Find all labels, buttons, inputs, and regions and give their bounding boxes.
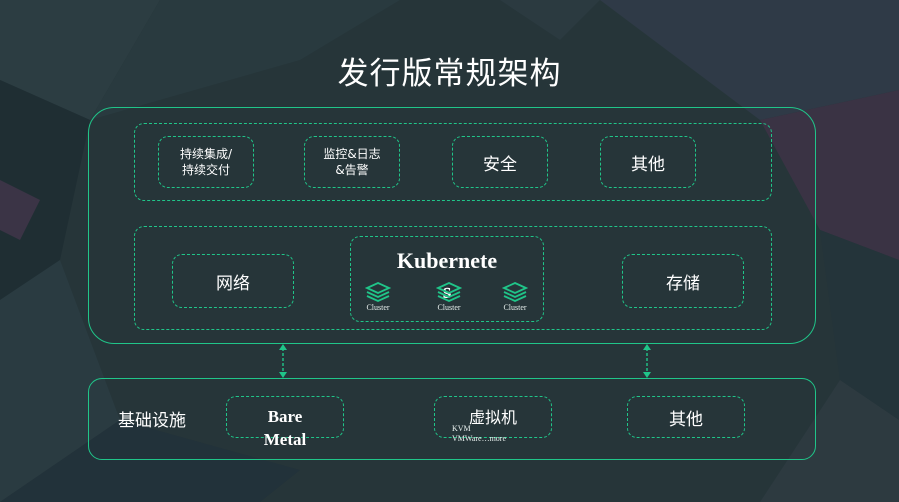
cluster-icon [365, 282, 391, 302]
cluster-icon [502, 282, 528, 302]
infrastructure-container [88, 378, 816, 460]
cluster-label: Cluster [366, 303, 390, 312]
vm-box [434, 396, 552, 438]
security-box: 安全 [452, 136, 548, 188]
other-services-box: 其他 [600, 136, 696, 188]
kubernetes-title: Kubernete s [396, 248, 498, 303]
core-group [134, 226, 772, 330]
kubernetes-box [350, 236, 544, 322]
cluster-label: Cluster [503, 303, 527, 312]
vm-sublabel: KVM VMWare…more [452, 424, 507, 443]
bare-metal-box [226, 396, 344, 438]
network-box: 网络 [172, 254, 294, 308]
infrastructure-label: 基础设施 [118, 411, 186, 431]
ci-cd-box: 持续集成/ 持续交付 [158, 136, 254, 188]
platform-container [88, 107, 816, 344]
cluster-label: Cluster [437, 303, 461, 312]
connector-arrow-right [643, 344, 651, 378]
monitoring-box: 监控&日志 &告警 [304, 136, 400, 188]
other-infrastructure-box: 其他 [627, 396, 745, 438]
bare-metal-label: Bare Metal [263, 407, 307, 449]
services-group [134, 123, 772, 201]
vm-label: 虚拟机 [468, 408, 517, 427]
cluster-icon [436, 282, 462, 302]
page-title: 发行版常规架构 [337, 56, 562, 92]
connector-arrow-left [279, 344, 287, 378]
storage-box: 存储 [622, 254, 744, 308]
